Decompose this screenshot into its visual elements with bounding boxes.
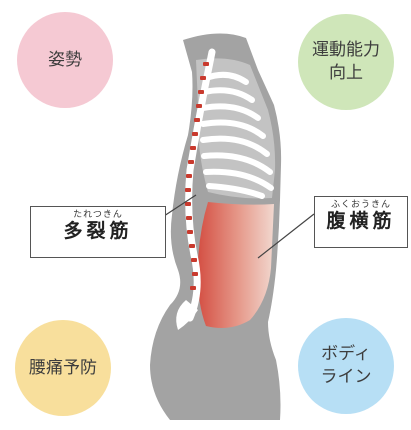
pelvis — [176, 300, 198, 330]
benefit-posture: 姿勢 — [17, 12, 113, 108]
benefit-athletic-ability: 運動能力 向上 — [298, 14, 394, 110]
multifidus-label: たれつきん 多裂筋 — [30, 206, 166, 258]
multifidus-name: 多裂筋 — [63, 220, 133, 242]
benefit-body-line: ボディ ライン — [298, 318, 394, 414]
transversus-muscle — [197, 202, 274, 328]
ribs — [200, 71, 274, 199]
transversus-leader — [257, 213, 315, 259]
multifidus-leader — [163, 194, 197, 217]
transversus-label: ふくおうきん 腹横筋 — [314, 196, 408, 248]
multifidus-ruby: たれつきん — [73, 210, 123, 220]
benefit-back-pain-prevention: 腰痛予防 — [15, 320, 111, 416]
multifidus-segments — [185, 62, 209, 290]
transversus-ruby: ふくおうきん — [330, 200, 391, 210]
transversus-name: 腹横筋 — [326, 210, 396, 232]
